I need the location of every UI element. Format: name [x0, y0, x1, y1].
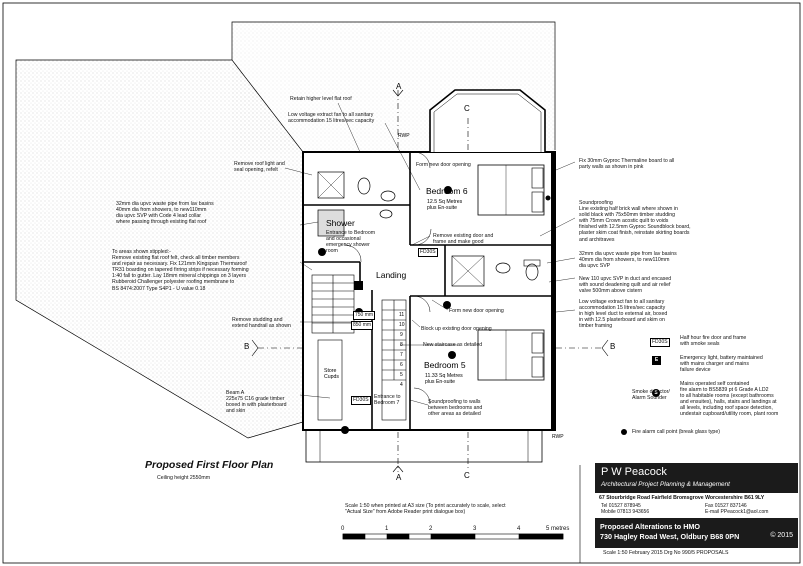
room-shower: Shower	[326, 218, 355, 228]
project-title: Proposed Alterations to HMO	[600, 522, 700, 531]
rwp-top: RWP	[398, 133, 410, 139]
project-address: 730 Hagley Road West, Oldbury B68 0PN	[600, 532, 740, 541]
scale-tick-0: 0	[341, 526, 345, 532]
scale-tick-4: 4	[517, 526, 521, 532]
note-areas-stippled: To areas shown stippled:- Remove existin…	[112, 249, 249, 292]
scale-tick-5: 5 metres	[546, 526, 570, 532]
shower-tray-3	[451, 255, 485, 287]
dim-850: 850 mm	[351, 321, 374, 330]
legend-fd30s: Half hour fire door and frame with smoke…	[680, 335, 747, 347]
legend-smoke-desc: Mains operated self contained fire alarm…	[680, 381, 779, 417]
note-waste-pipe-right: 32mm dia upvc waste pipe from lav basins…	[579, 251, 677, 270]
note-soundproof-walls: Soundproofing to walls between bedrooms …	[428, 399, 483, 418]
ceiling-height: Ceiling height 2550mm	[157, 475, 211, 481]
fd30s-tag-1: FD30S	[418, 248, 438, 257]
section-b-left: B	[244, 342, 250, 351]
note-svp-duct: New 110 upvc SVP in duct and encased wit…	[579, 276, 672, 295]
basin-1	[380, 190, 396, 202]
note-new-door-top: Form new door opening	[416, 162, 471, 168]
legend-call-point: Fire alarm call point (break glass type)	[632, 429, 720, 435]
legend-fd30s-tag: FD30S	[650, 338, 670, 347]
title-block-header: P W Peacock Architectural Project Planni…	[595, 463, 798, 493]
note-new-door-mid: Form new door opening	[449, 308, 504, 314]
wc-1	[357, 177, 371, 195]
bed-bedroom-5	[477, 329, 545, 381]
note-thermaline: Fix 30mm Gyproc Thermaline board to all …	[579, 158, 675, 171]
note-new-staircase: New staircase as detailed	[423, 342, 483, 348]
firm-address: 67 Stourbridge Road Fairfield Bromsgrove…	[599, 495, 765, 501]
section-c-top: C	[464, 104, 470, 113]
firm-phone: Tel 01527 878945 Mobile 07813 943656	[601, 503, 650, 515]
stair-step-6: 6	[400, 362, 403, 368]
section-c-bottom: C	[464, 471, 470, 480]
dim-750: 750 mm	[353, 311, 376, 320]
stair-step-5: 5	[400, 372, 403, 378]
shower-tray-1	[317, 171, 345, 199]
new-staircase	[381, 299, 407, 421]
section-b-right: B	[610, 342, 616, 351]
room-bedroom-6: Bedroom 6	[426, 186, 468, 196]
stair-step-10: 10	[399, 322, 405, 328]
stair-step-4: 4	[400, 382, 403, 388]
bed-bedroom-6	[477, 164, 545, 216]
legend-emergency-icon: E	[652, 356, 661, 365]
scale-tick-1: 1	[385, 526, 389, 532]
note-shower-entrance: Entrance to Bedroom and occasional emerg…	[326, 230, 376, 255]
note-remove-roof-light: Remove roof light and seal opening, refe…	[234, 161, 285, 174]
existing-stair	[311, 274, 355, 334]
firm-name: P W Peacock	[601, 466, 667, 478]
room-bedroom-6-area: 12.5 Sq Metres plus En-suite	[427, 199, 463, 211]
basin-2	[379, 209, 393, 219]
firm-fax: Fax 01527 837146 E-mail PPeacock1@aol.co…	[705, 503, 769, 515]
note-waste-pipe-left: 32mm dia upvc waste pipe from lav basins…	[116, 201, 214, 226]
room-bedroom-5: Bedroom 5	[424, 360, 466, 370]
note-soundproofing: Soundproofing Line existing half brick w…	[579, 200, 691, 243]
note-block-door: Block up existing door opening	[421, 326, 492, 332]
legend-call-point-icon	[621, 429, 627, 435]
firm-subtitle: Architectural Project Planning & Managem…	[601, 481, 730, 488]
legend-smoke-icon: S	[652, 389, 660, 397]
drawing-title: Proposed First Floor Plan	[145, 459, 274, 471]
section-a-top: A	[396, 82, 402, 91]
note-entrance-b7: Entrance to Bedroom 7	[374, 394, 401, 407]
room-landing: Landing	[376, 270, 407, 280]
shower-tray-2	[317, 209, 345, 237]
scale-bar	[342, 533, 564, 540]
title-block: P W Peacock Architectural Project Planni…	[595, 463, 798, 563]
stair-step-8: 8	[400, 342, 403, 348]
front-porch	[305, 429, 543, 463]
stair-step-9: 9	[400, 332, 403, 338]
stair-step-7: 7	[400, 352, 403, 358]
wc-2	[525, 263, 539, 281]
fd30s-tag-2: FD30S	[351, 396, 371, 405]
note-retain-roof: Retain higher level flat roof	[290, 96, 352, 102]
section-a-bottom: A	[396, 473, 402, 482]
room-store: Store Cupds	[324, 368, 339, 380]
note-lv-fan-right: Low voltage extract fan to all sanitary …	[579, 299, 668, 330]
store-cupboard	[317, 339, 343, 421]
room-bedroom-5-area: 11.33 Sq Metres plus En-suite	[425, 373, 463, 385]
scale-tick-3: 3	[473, 526, 477, 532]
stair-step-11: 11	[399, 312, 405, 318]
basin-3	[495, 262, 511, 274]
project-band: Proposed Alterations to HMO 730 Hagley R…	[595, 518, 798, 548]
note-beam: Beam A 225x75 C16 grade timber boxed in …	[226, 390, 287, 415]
scale-note: Scale 1:50 when printed at A3 size (To p…	[345, 503, 506, 515]
drawing-footer: Scale 1:50 February 2015 Drg No 990/5 PR…	[603, 550, 729, 556]
copyright: © 2015	[770, 532, 793, 539]
bay-window	[429, 89, 546, 152]
rwp-bottom: RWP	[552, 434, 564, 440]
note-remove-studding: Remove studding and extend handrail as s…	[232, 317, 291, 330]
note-lv-fan-top: Low voltage extract fan to all sanitary …	[288, 112, 375, 125]
scale-tick-2: 2	[429, 526, 433, 532]
note-remove-door-frame: Remove existing door and frame and make …	[433, 233, 494, 246]
legend-emergency: Emergency light, battery maintained with…	[680, 355, 763, 373]
legend-smoke: Smoke detector/ Alarm Sounder	[632, 389, 670, 401]
